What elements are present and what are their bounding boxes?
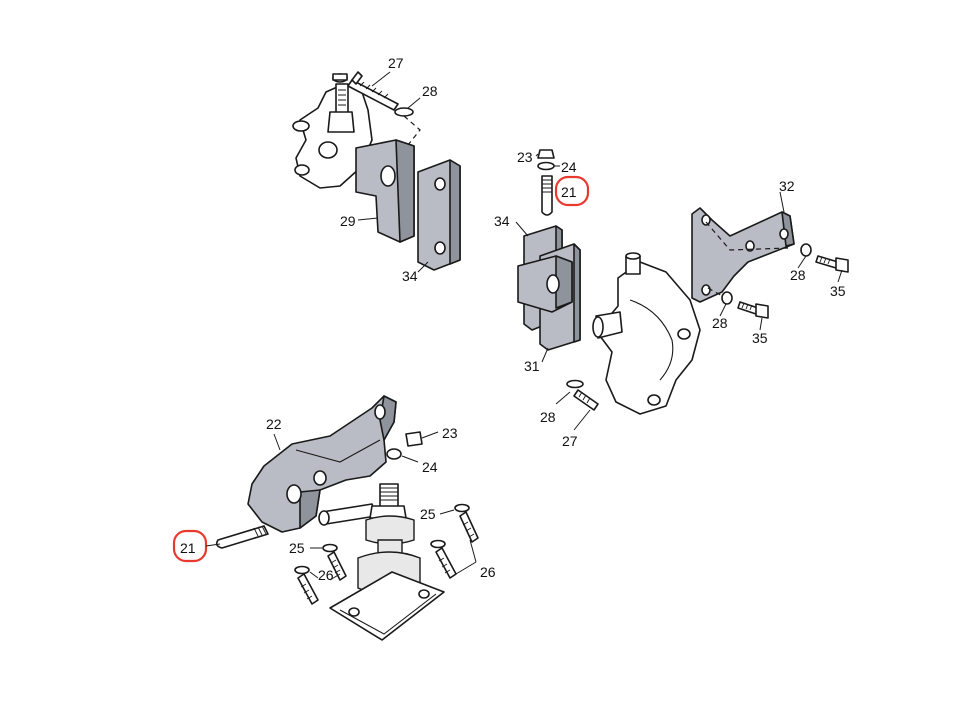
top-mount-assembly: 27 28 29 34 (292, 55, 461, 284)
callout-28-mid: 28 (540, 409, 556, 425)
callout-24-bottom: 24 (422, 459, 438, 475)
callout-28-top: 28 (422, 83, 438, 99)
callout-32-right: 32 (779, 178, 795, 194)
callout-23-mid: 23 (517, 149, 533, 165)
callout-27-top: 27 (388, 55, 404, 71)
callout-21-bottom: 21 (180, 540, 196, 556)
callout-22-bottom: 22 (266, 416, 282, 432)
callout-34-mid: 34 (494, 213, 510, 229)
callout-28a-right: 28 (790, 267, 806, 283)
callout-24-mid: 24 (561, 159, 577, 175)
callout-35b-right: 35 (752, 330, 768, 346)
middle-mount-assembly: 23 24 21 34 31 28 27 (494, 149, 701, 449)
callout-35a-right: 35 (830, 283, 846, 299)
callout-26b-bottom: 26 (480, 564, 496, 580)
callout-23-bottom: 23 (442, 425, 458, 441)
callout-31-mid: 31 (524, 358, 540, 374)
bottom-mount-assembly: 22 23 24 21 25 26 25 26 (172, 395, 496, 641)
right-bracket-assembly: 32 28 35 28 35 (691, 178, 849, 346)
callout-34-top: 34 (402, 268, 418, 284)
callout-28b-right: 28 (712, 315, 728, 331)
callout-25a-bottom: 25 (289, 540, 305, 556)
callout-21-mid: 21 (561, 184, 577, 200)
callout-27-mid: 27 (562, 433, 578, 449)
callout-29-top: 29 (340, 213, 356, 229)
callout-25b-bottom: 25 (420, 506, 436, 522)
highlight-21-mid (554, 175, 590, 207)
callout-26a-bottom: 26 (318, 567, 334, 583)
